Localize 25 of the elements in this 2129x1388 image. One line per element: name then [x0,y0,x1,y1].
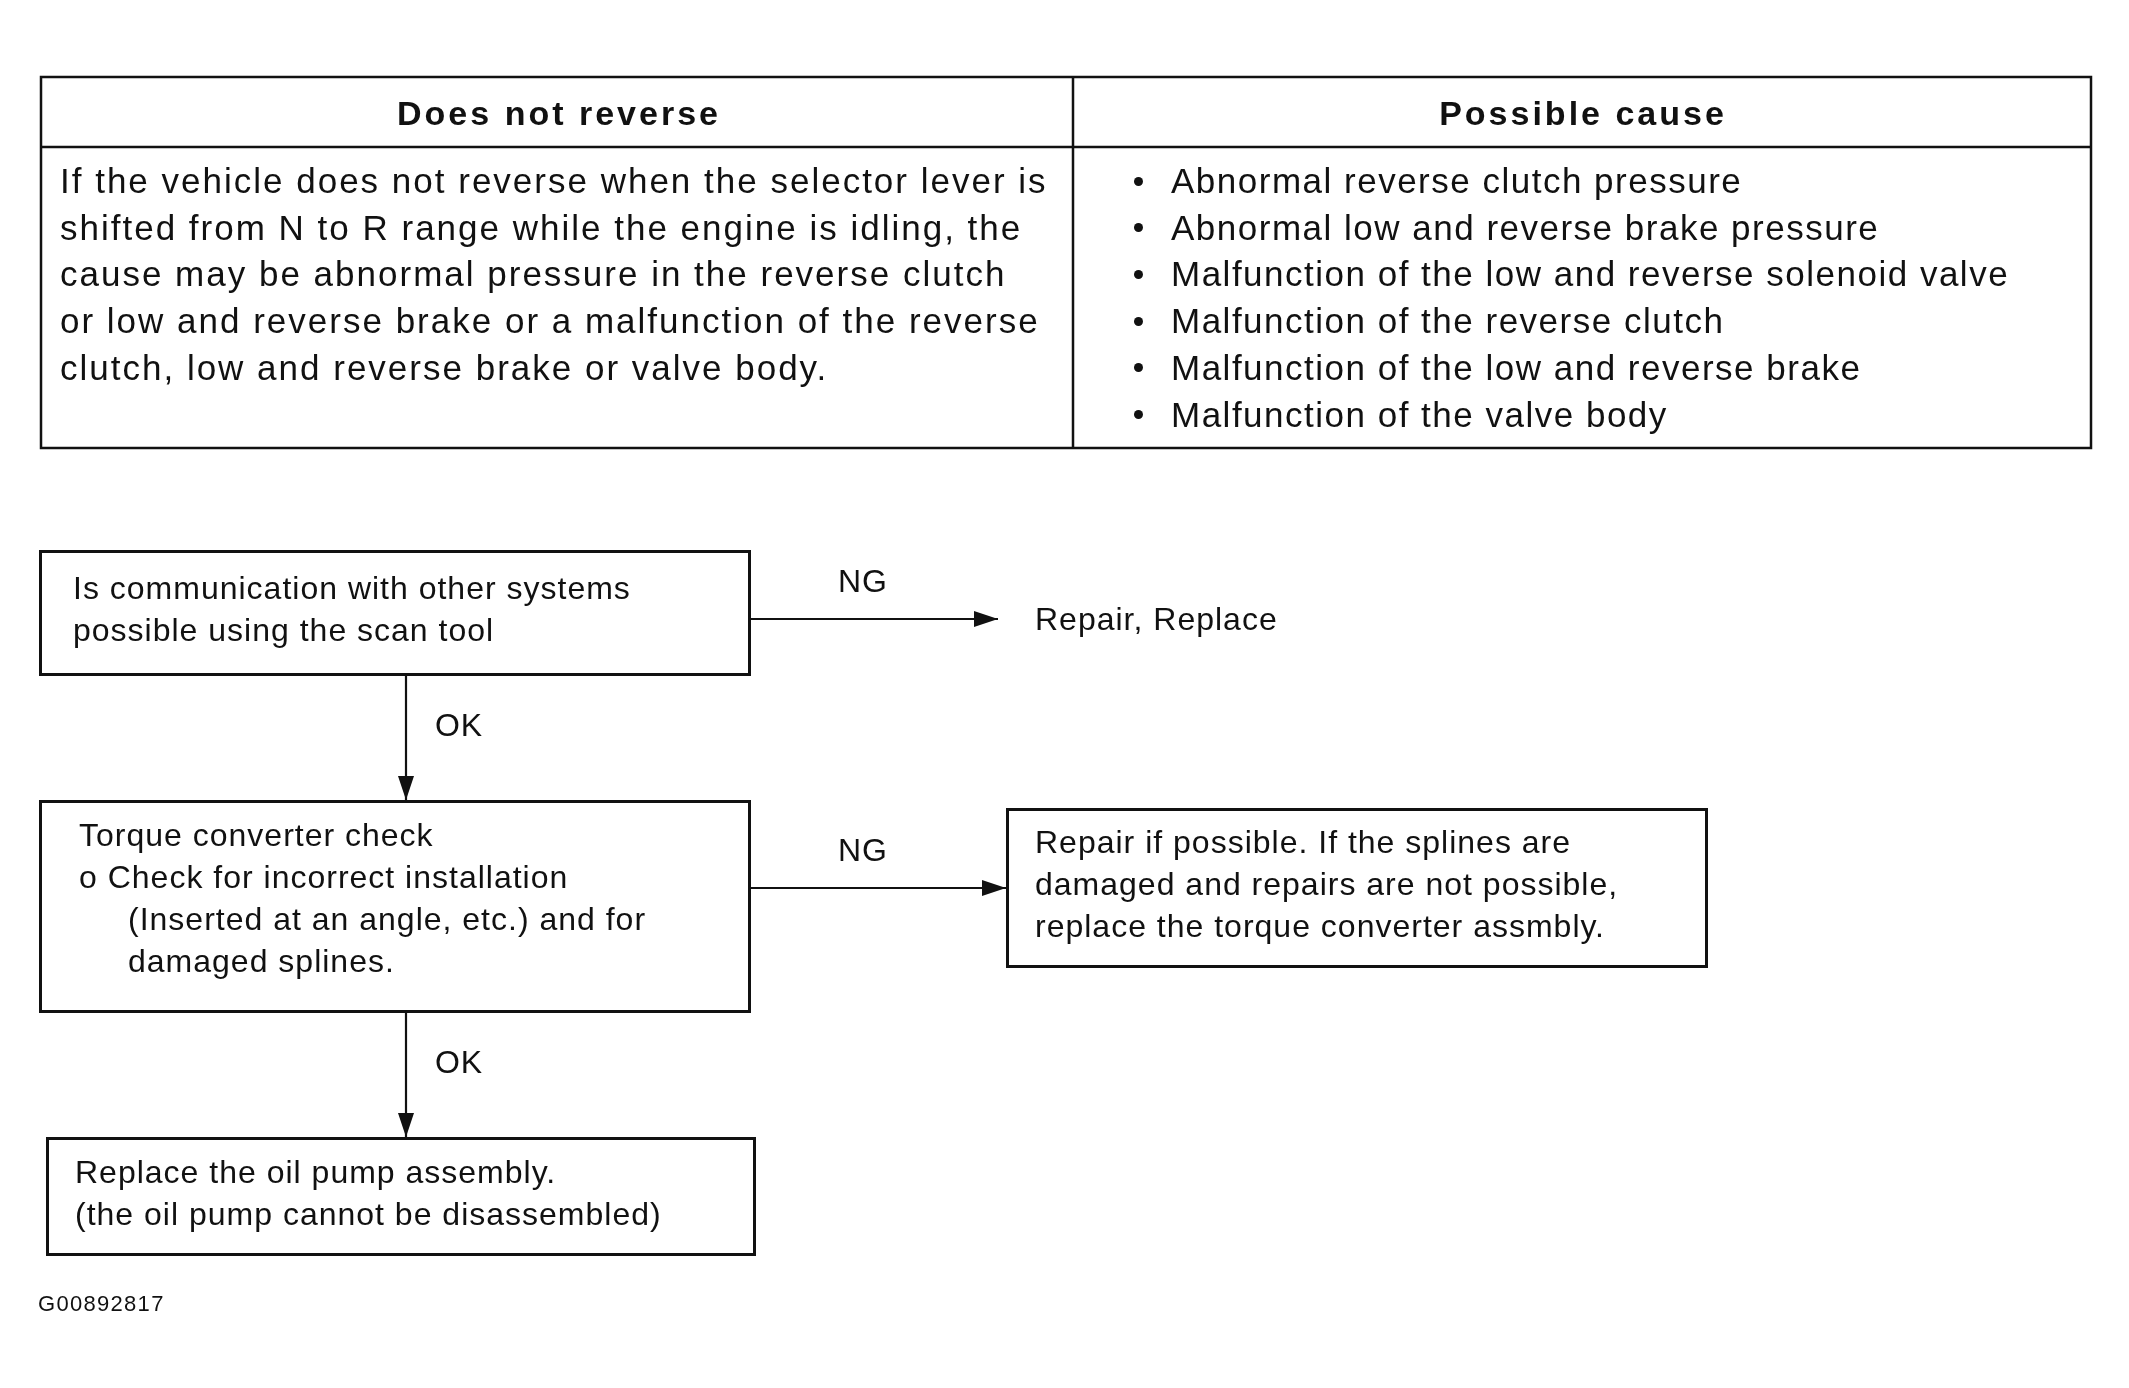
step-text: o Check for incorrect installation (Inserted at an angle, etc.) and for damaged splines. [79,858,648,981]
box-text: Repair if possible. If the splines are damaged and repairs are not possible, replace the torque converter assmbly. [1035,823,1620,946]
list-item: Malfunction of the low and reverse solenoid valve [1171,254,2010,295]
box-text: Replace the oil pump assembly. [75,1153,558,1192]
arrow [751,611,998,627]
arrow [751,880,1006,896]
column-header: Possible cause [1439,93,1727,133]
list-item: Malfunction of the low and reverse brake [1171,347,1862,388]
step-heading: Torque converter check [79,816,435,855]
box-text: (the oil pump cannot be disassembled) [75,1195,663,1234]
list-item: Malfunction of the reverse clutch [1171,301,1725,342]
arrow [398,676,414,800]
list-item: Malfunction of the valve body [1171,394,1668,435]
figure-code: G00892817 [38,1291,165,1317]
question-text: Is communication with other systems possible using the scan tool [73,569,632,650]
list-item: Abnormal low and reverse brake pressure [1171,207,1880,248]
process-box [39,800,751,1013]
list-item: Abnormal reverse clutch pressure [1171,161,1743,201]
result-text: Repair, Replace [1035,598,1278,640]
arrow [398,1013,414,1137]
result-box [46,1137,756,1256]
column-header: Does not reverse [397,93,721,133]
result-box [1006,808,1708,968]
decision-box [39,550,751,676]
cell-text: If the vehicle does not reverse when the selector lever is shifted from N to R range while the engine is idling, the cause may be abnormal pressure in the reverse clutch or low and reverse brake or a malfunction of the reverse clutch, low and reverse brake or valve body. [60,160,1049,389]
